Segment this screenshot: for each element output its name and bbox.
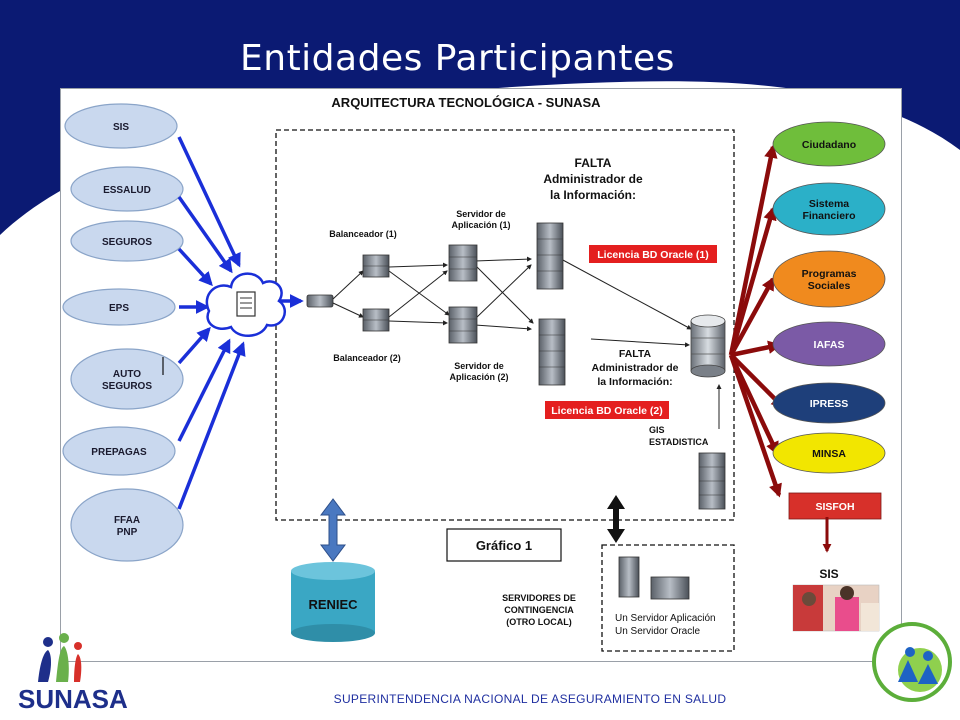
network-lines [332,256,722,429]
right-entity-label-3: IAFAS [814,339,845,351]
left-entity-2: SEGUROS [70,220,184,262]
contingency-dashed-box [601,544,735,652]
app-server-2-icon [448,306,478,344]
red-arrows [728,144,785,498]
right-entity-label-5: MINSA [812,448,846,460]
grafico-box [446,528,562,562]
db-server-1-icon [536,222,564,290]
architecture-panel: ARQUITECTURA TECNOLÓGICA - SUNASA SIS ESS… [60,88,902,662]
right-entity-label-4: IPRESS [810,398,849,410]
sis-label: SIS [819,567,838,581]
sunasa-logo-text: SUNASA [18,684,128,714]
contingency-servers-icon [618,556,690,600]
slide-title: Entidades Participantes [240,38,675,79]
left-entity-label-3: EPS [109,303,129,314]
balancer-1-icon [362,254,390,278]
database-icon [690,314,726,378]
architecture-diagram: ARQUITECTURA TECNOLÓGICA - SUNASA SIS ESS… [62,95,886,652]
licence-1-badge [589,245,717,263]
right-entity-label-0: Ciudadano [802,139,856,151]
db-server-2-icon [538,318,566,386]
left-entity-label-5: PREPAGAS [91,447,147,458]
left-entity-1: ESSALUD [70,166,184,212]
left-entity-3: EPS [62,288,176,326]
blue-arrows [177,136,304,510]
footer-text: SUPERINTENDENCIA NACIONAL DE ASEGURAMIEN… [333,692,727,706]
reniec-cylinder [291,562,375,642]
sunasa-logo-figures [38,633,82,682]
left-entity-label-2: SEGUROS [102,237,152,248]
right-entity-0: Ciudadano [772,121,886,167]
diagram-title: ARQUITECTURA TECNOLÓGICA - SUNASA [331,95,601,110]
right-entity-4: IPRESS [772,382,886,424]
right-entity-5: MINSA [772,432,886,474]
app-server-1-icon [448,244,478,282]
left-entity-0: SIS [64,103,178,149]
navy-header-band [0,0,960,235]
reniec-label: RENIEC [308,597,358,612]
left-entity-label-1: ESSALUD [103,185,151,196]
left-entity-label-0: SIS [113,122,129,133]
licence-2-badge [545,401,669,419]
balancer-1-label: Balanceador (1) [329,229,397,239]
grafico-label: Gráfico 1 [476,538,532,553]
router-icon [306,294,334,308]
balancer-2-label: Balanceador (2) [333,353,401,363]
right-entity-6: SISFOH [788,492,882,520]
licence-2-text: Licencia BD Oracle (2) [551,405,662,417]
balancer-2-icon [362,308,390,332]
main-dashed-box [275,129,735,521]
right-entity-label-6: SISFOH [815,501,854,513]
left-entity-5: PREPAGAS [62,426,176,476]
cloud-icon [205,272,286,337]
licence-1-text: Licencia BD Oracle (1) [597,249,708,261]
aseguramiento-seal [872,622,952,702]
sis-photo [792,584,880,632]
gis-server-icon [698,452,726,510]
right-entity-3: IAFAS [772,321,886,367]
contingency-double-arrow [607,495,625,543]
reniec-double-arrow [320,498,346,562]
